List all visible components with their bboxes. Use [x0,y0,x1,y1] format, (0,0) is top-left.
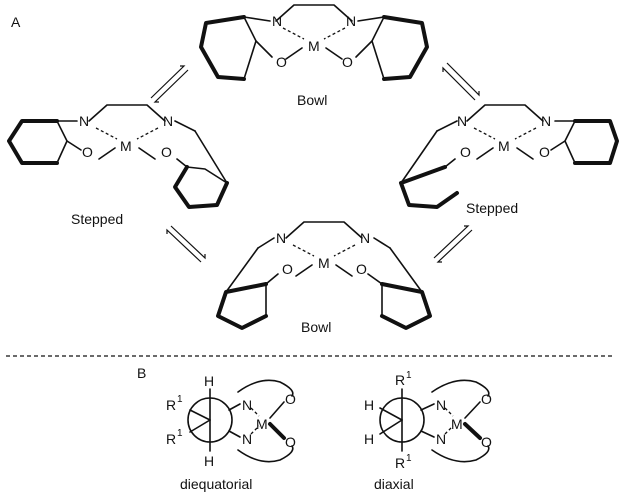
atom-n: N [457,113,467,129]
atom-o: O [285,434,296,450]
newman-diaxial: R 1 R 1 H H N N M O O [364,370,492,471]
atom-o: O [481,434,492,450]
atom-o: O [539,144,550,160]
label-stepped-left: Stepped [71,211,123,227]
atom-r: R [395,455,405,471]
atom-o: O [356,261,367,277]
atom-r: R [395,372,405,388]
atom-o: O [282,261,293,277]
atom-h: H [364,431,374,447]
stepped-left-structure: N N M O O [7,104,229,209]
atom-n: N [276,230,286,246]
atom-n: N [242,431,252,447]
atom-o: O [460,144,471,160]
atom-m: M [498,138,510,154]
atom-n: N [436,431,446,447]
bowl-bottom-structure: N N M O O [216,221,432,330]
label-bowl-top: Bowl [297,92,327,108]
atom-o: O [481,391,492,407]
atom-o: O [342,54,353,70]
superscript-1: 1 [177,394,183,405]
superscript-1: 1 [406,370,412,381]
equilibrium-arrow-top-right [442,62,480,101]
atom-n: N [79,113,89,129]
atom-o: O [276,54,287,70]
atom-o: O [161,144,172,160]
equilibrium-arrow-bottom-right [433,225,473,263]
bowl-top-structure: N N M O O [199,4,429,81]
atom-m: M [451,416,463,432]
atom-h: H [204,453,214,469]
panel-label-a: A [11,14,21,30]
superscript-1: 1 [177,428,183,439]
atom-r: R [166,431,176,447]
atom-n: N [436,397,446,413]
atom-n: N [346,13,356,29]
panel-label-b: B [137,365,146,381]
atom-n: N [163,113,173,129]
atom-h: H [204,373,214,389]
superscript-1: 1 [406,453,412,464]
atom-m: M [256,416,268,432]
atom-n: N [272,13,282,29]
atom-n: N [541,113,551,129]
atom-m: M [308,38,320,54]
atom-n: N [242,397,252,413]
atom-o: O [285,391,296,407]
atom-m: M [318,255,330,271]
equilibrium-arrow-bottom-left [166,225,206,263]
atom-o: O [82,144,93,160]
equilibrium-arrow-top-left [150,65,189,103]
label-diequatorial: diequatorial [180,476,252,492]
newman-diequatorial: H H R 1 R 1 N N M O O [166,373,296,469]
label-bowl-bottom: Bowl [301,319,331,335]
label-stepped-right: Stepped [466,200,518,216]
atom-n: N [360,230,370,246]
atom-m: M [120,138,132,154]
atom-h: H [364,397,374,413]
stepped-right-structure: N N M O O [399,104,619,209]
label-diaxial: diaxial [374,476,414,492]
atom-r: R [166,397,176,413]
